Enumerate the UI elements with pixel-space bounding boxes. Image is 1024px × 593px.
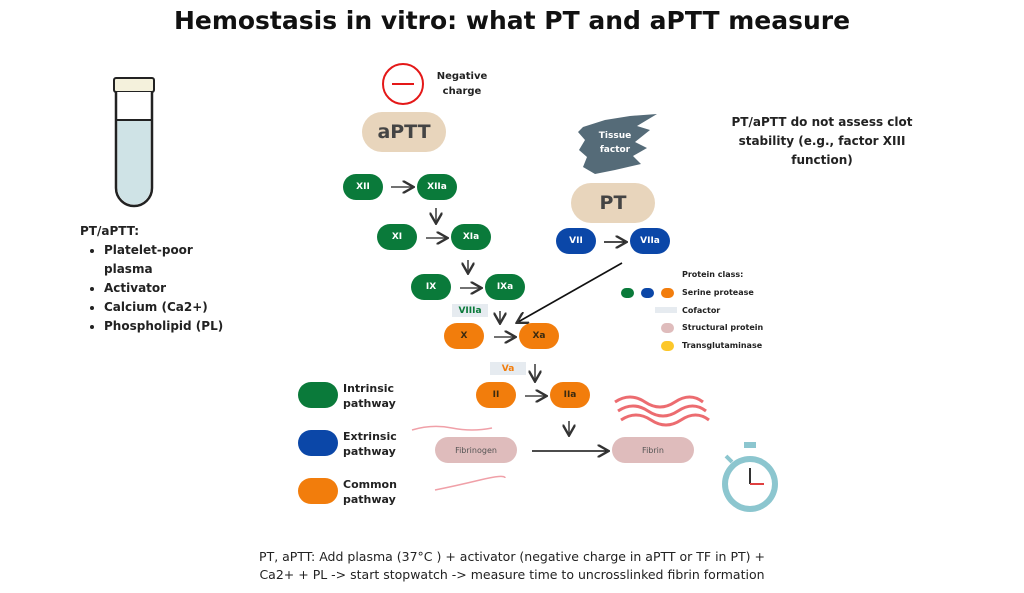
legend-transglutaminase: Transglutaminase [682, 341, 763, 350]
factor-ixa: IXa [485, 274, 525, 300]
cofactor-va: Va [490, 362, 526, 375]
legend-serine: Serine protease [682, 288, 754, 297]
factor-xia: XIa [451, 224, 491, 250]
cofactor-viiia: VIIIa [452, 304, 488, 317]
serine-blue-swatch [641, 288, 654, 298]
factor-xiia: XIIa [417, 174, 457, 200]
reagent-item: Phospholipid (PL) [104, 317, 224, 336]
legend-intrinsic: Intrinsic pathway [343, 382, 396, 410]
serine-green-swatch [621, 288, 634, 298]
legend-cofactor: Cofactor [682, 306, 721, 315]
factor-vii: VII [556, 228, 596, 254]
legend-structural: Structural protein [682, 323, 764, 332]
aptt-label: aPTT [362, 112, 446, 152]
reagent-item: Calcium (Ca2+) [104, 298, 224, 317]
transglutaminase-swatch [661, 341, 674, 351]
factor-viia: VIIa [630, 228, 670, 254]
limitation-note: PT/aPTT do not assess clot stability (e.… [731, 115, 913, 167]
reagent-list: PT/aPTT: Platelet-poor plasma Activator … [80, 222, 224, 336]
legend-extrinsic: Extrinsic pathway [343, 430, 397, 458]
fibrin: Fibrin [612, 437, 694, 463]
negative-charge-label: Negative charge [436, 71, 488, 97]
stopwatch-icon [722, 442, 778, 512]
factor-x: X [444, 323, 484, 349]
protein-legend-heading: Protein class: [682, 270, 744, 279]
fibrinogen: Fibrinogen [435, 437, 517, 463]
serine-orange-swatch [661, 288, 674, 298]
negative-charge-icon [382, 63, 424, 105]
extrinsic-swatch [298, 430, 338, 456]
reagent-item: Platelet-poor plasma [104, 241, 224, 279]
factor-iia: IIa [550, 382, 590, 408]
factor-xii: XII [343, 174, 383, 200]
common-swatch [298, 478, 338, 504]
cofactor-swatch [655, 307, 677, 313]
factor-xi: XI [377, 224, 417, 250]
page-title: Hemostasis in vitro: what PT and aPTT me… [173, 6, 851, 35]
tissue-factor-icon [578, 114, 657, 174]
intrinsic-swatch [298, 382, 338, 408]
pt-label: PT [571, 183, 655, 223]
footer-line-1: PT, aPTT: Add plasma (37°C ) + activator… [259, 549, 765, 564]
factor-xa: Xa [519, 323, 559, 349]
footer-line-2: Ca2+ + PL -> start stopwatch -> measure … [259, 567, 765, 582]
reagent-heading: PT/aPTT: [80, 224, 140, 238]
tissue-factor-label: Tissue factor [598, 131, 632, 155]
factor-ix: IX [411, 274, 451, 300]
legend-common: Common pathway [343, 478, 397, 506]
footer-note: PT, aPTT: Add plasma (37°C ) + activator… [0, 548, 1024, 584]
reagent-item: Activator [104, 279, 224, 298]
test-tube-icon [113, 77, 155, 208]
structural-swatch [661, 323, 674, 333]
factor-ii: II [476, 382, 516, 408]
